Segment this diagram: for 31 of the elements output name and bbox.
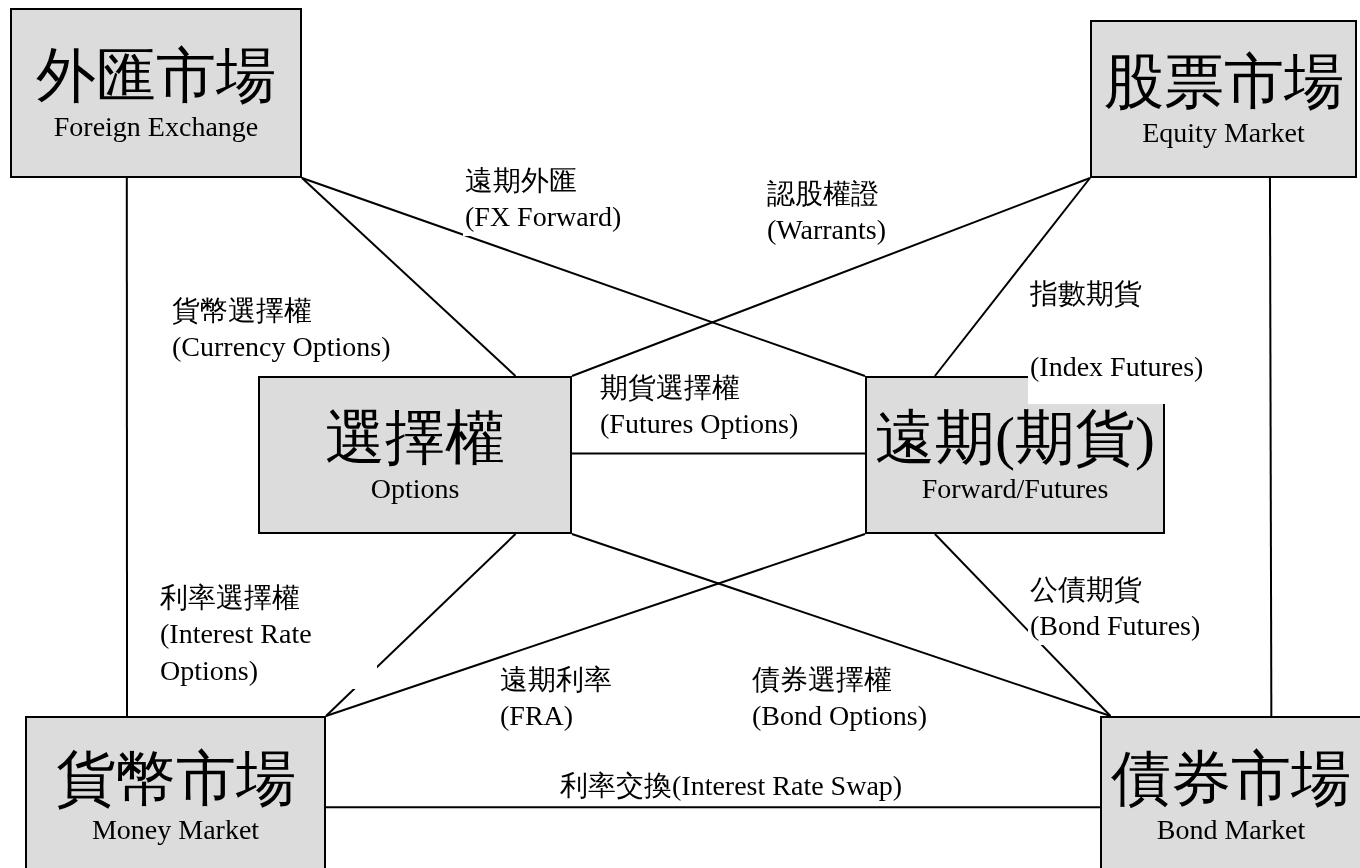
connector-line — [1268, 177, 1273, 717]
market-box — [1100, 716, 1360, 868]
market-box — [1090, 20, 1357, 178]
box-subtitle: Bond Market — [1156, 812, 1306, 847]
box-title: 債券市場 — [1111, 745, 1351, 813]
box-subtitle: Equity Market — [1142, 115, 1305, 150]
connector-line — [325, 806, 1101, 809]
connector-line — [325, 533, 517, 717]
edge-label: 指數期貨 (Index Futures) — [1028, 258, 1206, 404]
connector-line — [301, 177, 866, 377]
connector-line — [125, 177, 129, 717]
connector-line — [301, 177, 517, 377]
box-title: 貨幣市場 — [55, 745, 296, 813]
connector-line — [571, 452, 866, 455]
box-title: 選擇權 — [325, 404, 505, 472]
box-subtitle: Options — [370, 471, 460, 506]
box-title: 外匯市場 — [36, 42, 276, 110]
box-subtitle: Foreign Exchange — [53, 109, 259, 144]
box-subtitle: Money Market — [91, 812, 260, 847]
connector-line — [571, 177, 1091, 377]
box-title: 遠期(期貨) — [875, 404, 1155, 472]
connector-line — [325, 533, 866, 717]
box-title: 股票市場 — [1103, 48, 1344, 116]
box-subtitle: Forward/Futures — [921, 471, 1109, 506]
edge-label: 利率選擇權 (Interest Rate Options) — [158, 580, 377, 690]
connector-line — [571, 533, 1112, 717]
market-box — [10, 8, 302, 178]
connector-line — [933, 533, 1112, 717]
market-box — [25, 716, 326, 868]
connector-line — [933, 177, 1091, 377]
market-box — [258, 376, 572, 534]
